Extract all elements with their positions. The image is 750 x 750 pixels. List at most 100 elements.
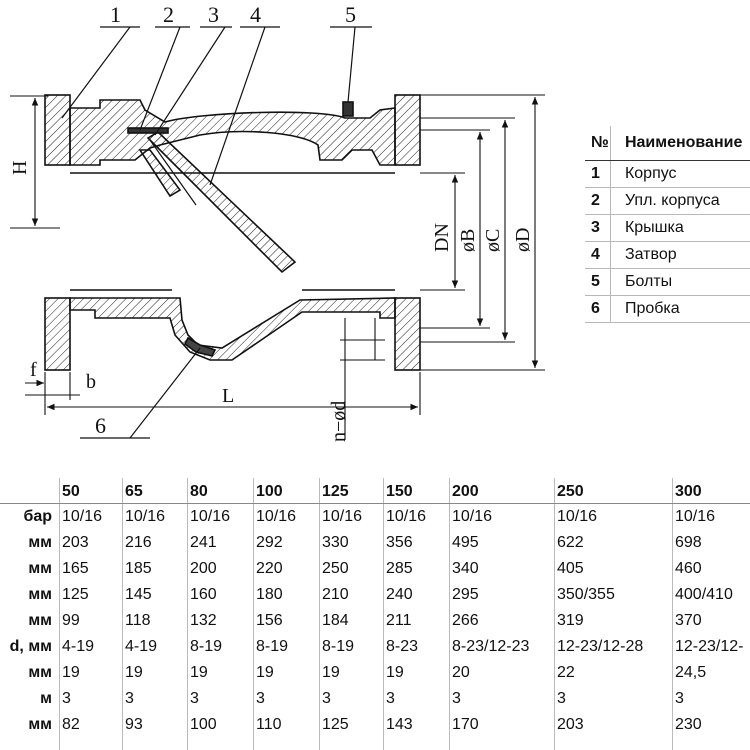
part-name: Болты xyxy=(610,268,750,296)
spec-cell: 211 xyxy=(386,612,412,629)
spec-column-header: 65 xyxy=(125,483,143,500)
spec-cell: 12-23/12- xyxy=(675,638,744,655)
column-divider xyxy=(59,478,60,750)
dim-f: f xyxy=(30,359,37,381)
column-divider xyxy=(187,478,188,750)
spec-cell: 230 xyxy=(675,716,702,733)
spec-cell: 285 xyxy=(386,560,413,577)
spec-row-label: мм xyxy=(28,586,52,603)
spec-column-header: 100 xyxy=(256,483,283,500)
spec-cell: 10/16 xyxy=(256,508,297,525)
spec-cell: 8-23/12-23 xyxy=(452,638,530,655)
spec-row-label: мм xyxy=(28,612,52,629)
spec-row-label: d, мм xyxy=(9,638,52,655)
callout-1: 1 xyxy=(110,2,121,27)
spec-cell: 110 xyxy=(256,716,282,733)
parts-header-num: № xyxy=(585,126,611,161)
lower-wall xyxy=(69,297,396,361)
spec-cell: 145 xyxy=(125,586,152,603)
spec-cell: 4-19 xyxy=(62,638,95,655)
spec-cell: 8-19 xyxy=(256,638,289,655)
spec-cell: 19 xyxy=(386,664,404,681)
dim-C: øC xyxy=(482,229,504,252)
spec-cell: 180 xyxy=(256,586,283,603)
spec-cell: 8-19 xyxy=(190,638,223,655)
spec-cell: 165 xyxy=(62,560,89,577)
spec-cell: 460 xyxy=(675,560,702,577)
spec-cell: 350/355 xyxy=(557,586,615,603)
dim-L: L xyxy=(222,385,234,407)
column-divider xyxy=(672,478,673,750)
spec-cell: 19 xyxy=(62,664,80,681)
part-num: 3 xyxy=(585,214,611,242)
column-divider xyxy=(122,478,123,750)
part-name: Затвор xyxy=(610,241,750,269)
part-num: 5 xyxy=(585,268,611,296)
spec-cell: 118 xyxy=(125,612,151,629)
spec-cell: 4-19 xyxy=(125,638,158,655)
spec-cell: 93 xyxy=(125,716,143,733)
spec-cell: 698 xyxy=(675,534,702,551)
spec-column-header: 125 xyxy=(322,483,349,500)
strainer-screen xyxy=(146,131,297,274)
spec-column-header: 300 xyxy=(675,483,702,500)
header-divider xyxy=(0,503,750,504)
spec-cell: 240 xyxy=(386,586,413,603)
spec-cell: 185 xyxy=(125,560,152,577)
dim-DN: DN xyxy=(431,223,453,252)
spec-column-header: 80 xyxy=(190,483,208,500)
column-divider xyxy=(554,478,555,750)
spec-cell: 203 xyxy=(557,716,584,733)
spec-cell: 266 xyxy=(452,612,479,629)
spec-cell: 82 xyxy=(62,716,80,733)
spec-cell: 400/410 xyxy=(675,586,733,603)
spec-column-header: 50 xyxy=(62,483,80,500)
callout-4: 4 xyxy=(250,2,261,27)
part-name: Пробка xyxy=(610,295,750,323)
valve-body xyxy=(44,94,421,371)
spec-cell: 3 xyxy=(256,690,265,707)
spec-cell: 220 xyxy=(256,560,283,577)
spec-cell: 340 xyxy=(452,560,479,577)
spec-cell: 125 xyxy=(62,586,89,603)
cover-boss xyxy=(138,149,182,198)
spec-cell: 10/16 xyxy=(125,508,166,525)
spec-cell: 184 xyxy=(322,612,349,629)
spec-cell: 19 xyxy=(125,664,143,681)
callout-5: 5 xyxy=(345,2,356,27)
callout-3: 3 xyxy=(208,2,219,27)
part-num: 4 xyxy=(585,241,611,269)
part-num: 2 xyxy=(585,187,611,215)
spec-cell: 3 xyxy=(190,690,199,707)
spec-row-label: мм xyxy=(28,560,52,577)
spec-cell: 3 xyxy=(125,690,134,707)
spec-cell: 405 xyxy=(557,560,584,577)
spec-cell: 3 xyxy=(557,690,566,707)
spec-cell: 3 xyxy=(322,690,331,707)
spec-cell: 99 xyxy=(62,612,80,629)
spec-cell: 200 xyxy=(190,560,217,577)
top-left-flange xyxy=(44,94,71,166)
spec-row-label: м xyxy=(40,690,52,707)
spec-cell: 622 xyxy=(557,534,584,551)
column-divider xyxy=(449,478,450,750)
spec-cell: 10/16 xyxy=(557,508,598,525)
part-name: Крышка xyxy=(610,214,750,242)
spec-cell: 143 xyxy=(386,716,413,733)
part-name: Корпус xyxy=(610,160,750,188)
spec-cell: 160 xyxy=(190,586,217,603)
part-num: 6 xyxy=(585,295,611,323)
spec-cell: 292 xyxy=(256,534,283,551)
dim-D: øD xyxy=(512,228,534,252)
spec-cell: 20 xyxy=(452,664,470,681)
spec-column-header: 150 xyxy=(386,483,413,500)
top-right-flange xyxy=(394,94,421,166)
spec-cell: 10/16 xyxy=(322,508,363,525)
spec-cell: 8-19 xyxy=(322,638,355,655)
